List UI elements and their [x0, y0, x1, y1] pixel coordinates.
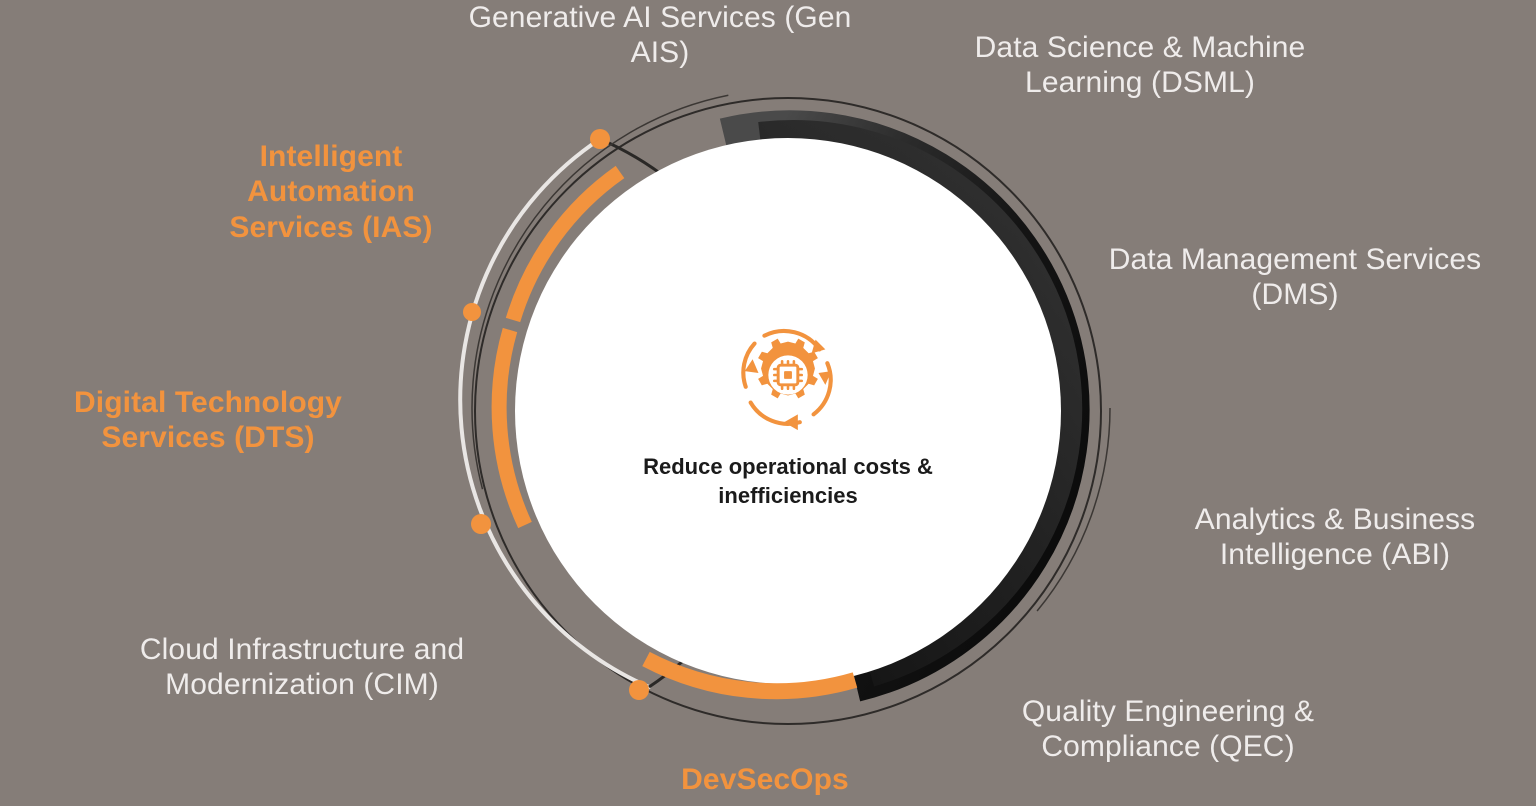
marker-dot-lower-left[interactable]: [471, 514, 491, 534]
center-headline: Reduce operational costs & inefficiencie…: [643, 454, 933, 509]
orange-arc-devsecops: [642, 651, 858, 700]
label-devsecops[interactable]: DevSecOps: [681, 763, 849, 796]
label-dms[interactable]: Data Management Services (DMS): [1108, 243, 1482, 312]
marker-dot-bottom[interactable]: [629, 680, 649, 700]
marker-dot-upper-left[interactable]: [463, 303, 481, 321]
label-gen-ais[interactable]: Generative AI Services (Gen AIS): [468, 1, 852, 70]
marker-dot-top[interactable]: [590, 129, 610, 149]
label-ias[interactable]: Intelligent Automation Services (IAS): [229, 140, 433, 244]
gear-microchip-cycle-icon: [741, 328, 833, 431]
label-cim[interactable]: Cloud Infrastructure and Modernization (…: [139, 633, 465, 702]
center-hub: Reduce operational costs & inefficiencie…: [578, 316, 998, 510]
label-dsml[interactable]: Data Science & Machine Learning (DSML): [974, 31, 1306, 100]
label-dts[interactable]: Digital Technology Services (DTS): [74, 386, 342, 455]
label-qec[interactable]: Quality Engineering & Compliance (QEC): [1021, 695, 1315, 764]
orange-arc-ias: [505, 165, 625, 323]
label-abi[interactable]: Analytics & Business Intelligence (ABI): [1194, 503, 1476, 572]
orange-arc-dts: [491, 327, 532, 529]
